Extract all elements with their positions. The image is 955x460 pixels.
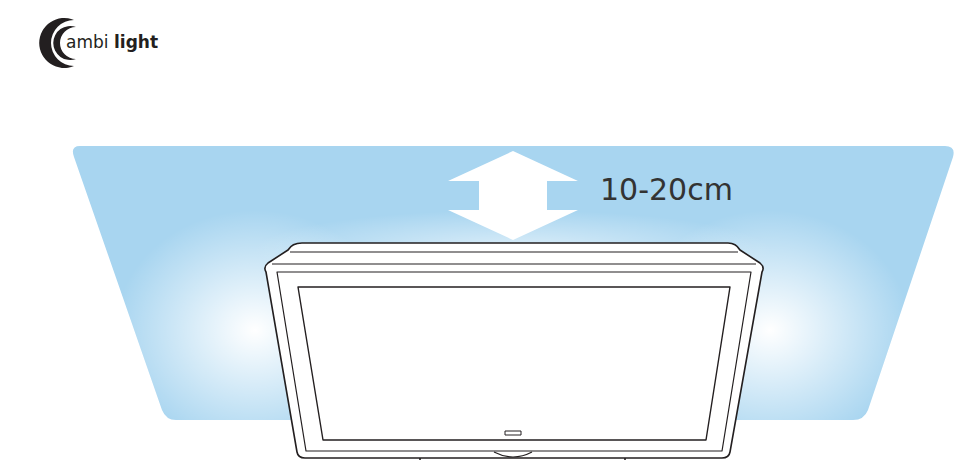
distance-arrow (448, 151, 578, 240)
tv-set (265, 243, 763, 460)
light-glow (60, 140, 955, 450)
logo-word: ambi (66, 34, 109, 51)
dimension-label: 10-20cm (600, 175, 733, 205)
logo-word: light (114, 34, 158, 51)
